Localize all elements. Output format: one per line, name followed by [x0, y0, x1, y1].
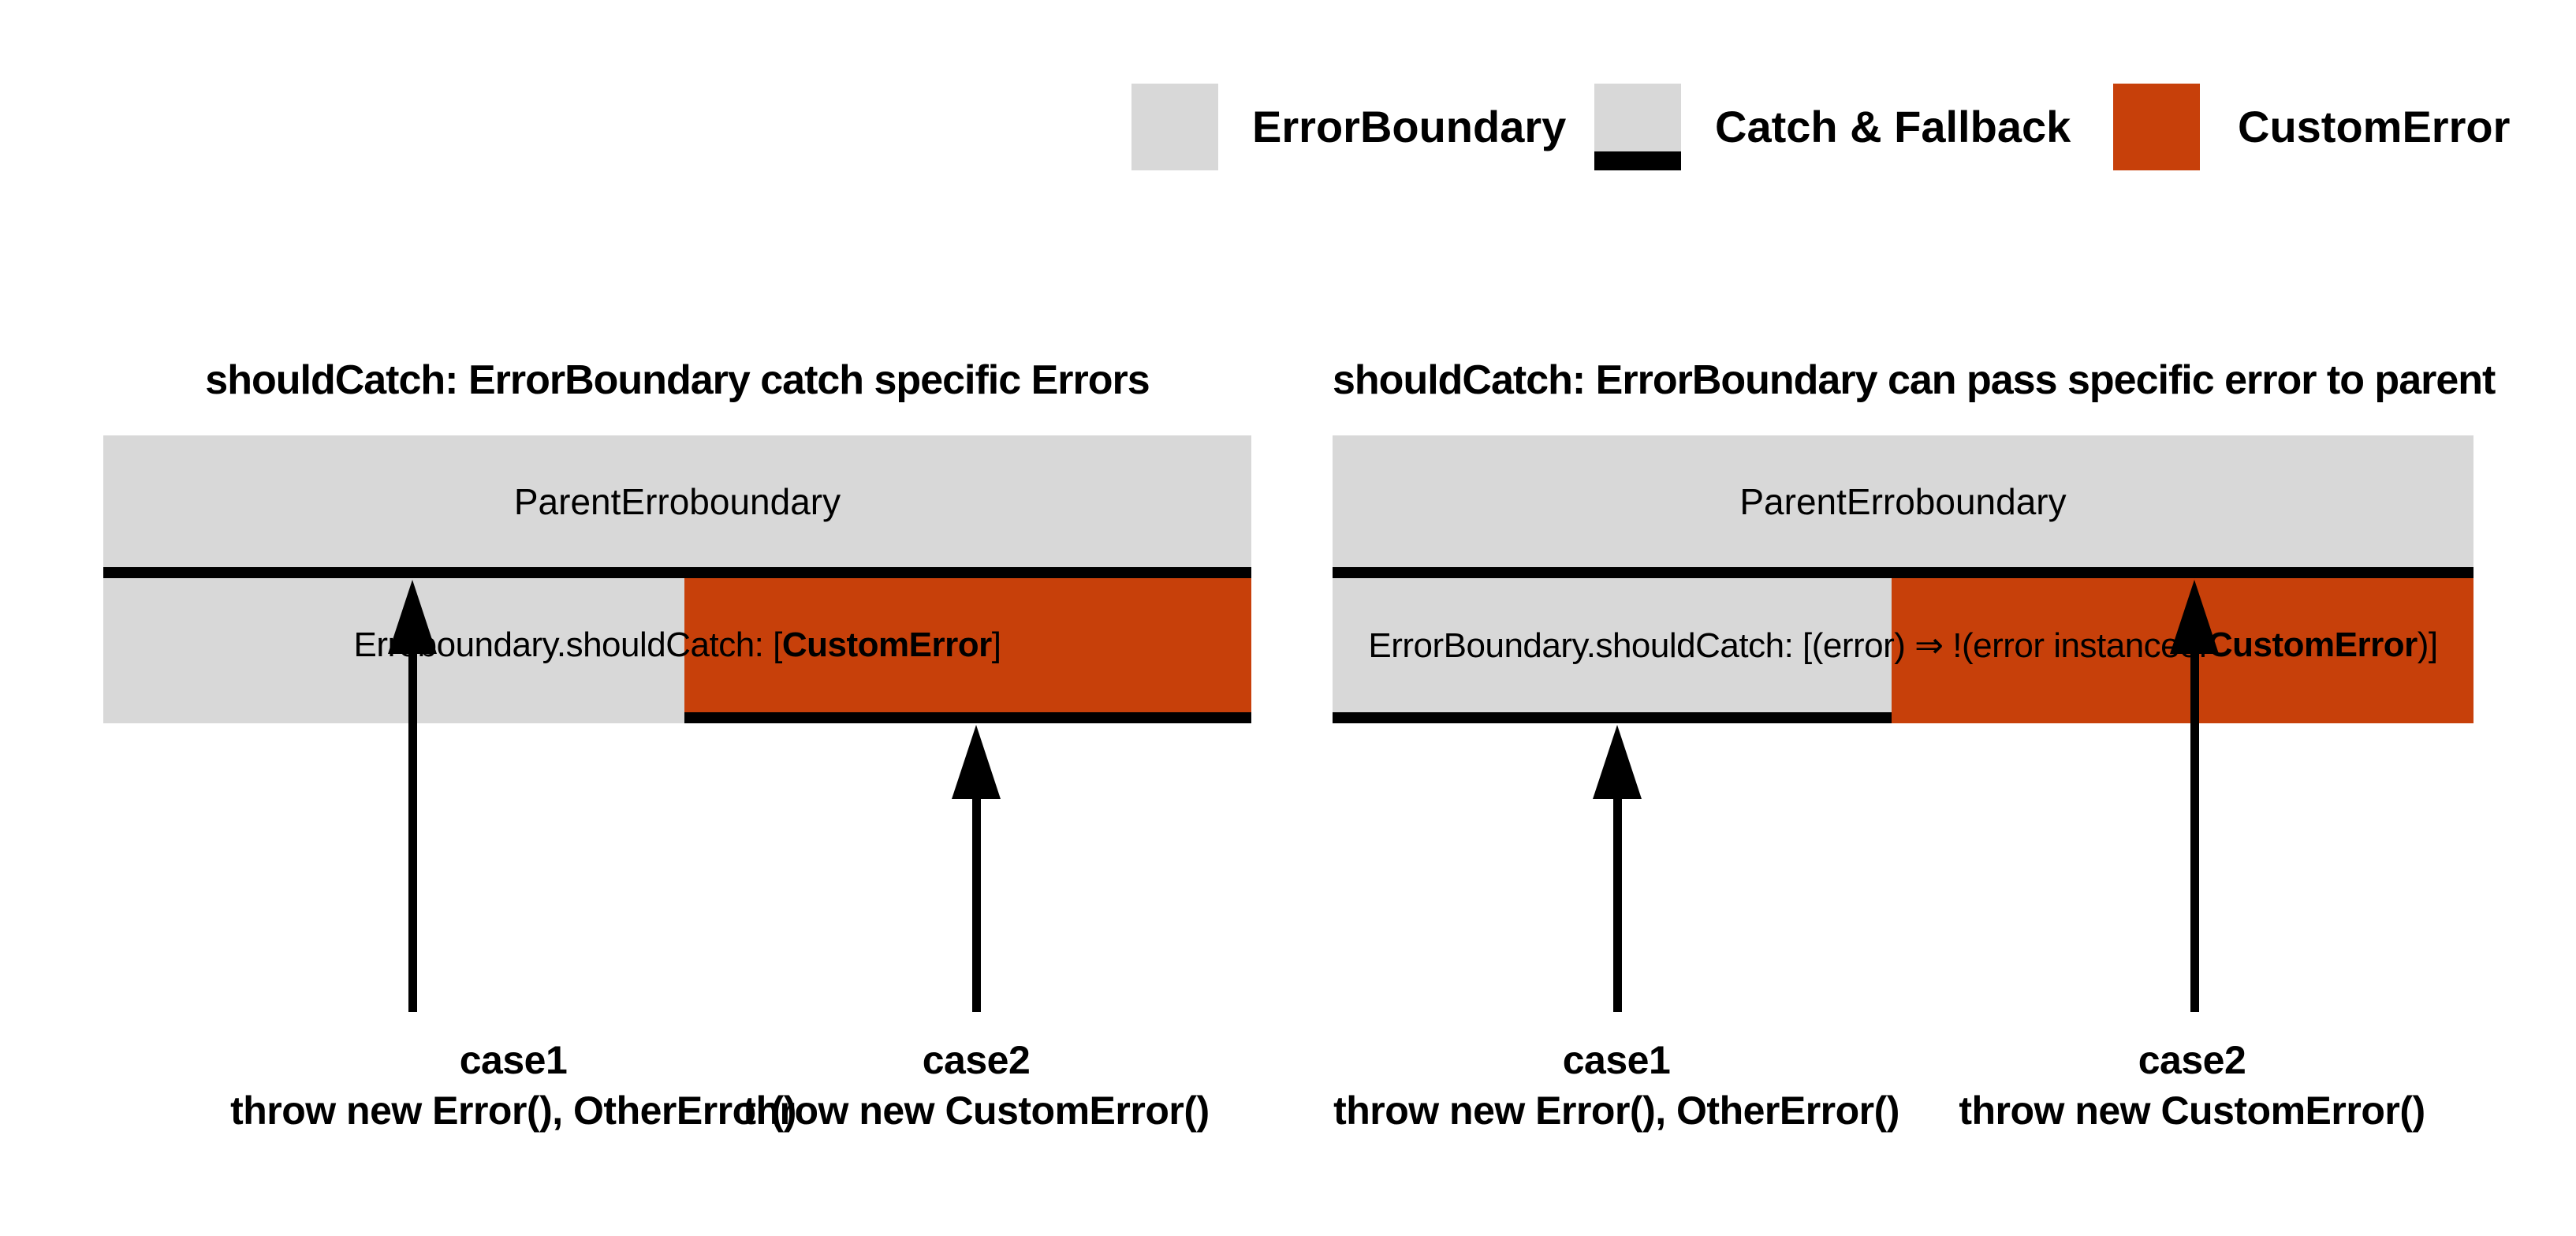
case2-name: case2 [922, 1038, 1031, 1082]
arrow-shaft [2190, 654, 2199, 1012]
child-section-catch [684, 578, 1251, 723]
diagram-pass-error-to-parent: shouldCatch: ErrorBoundary can pass spec… [1333, 0, 2496, 1236]
legend-label-catch-fallback: Catch & Fallback [1715, 102, 2071, 151]
case1-arrow-to-parent [388, 580, 437, 1012]
case2-arrow-to-child [952, 725, 1001, 1012]
arrow-head-icon [388, 580, 437, 654]
parent-errorboundary-box: ParentErroboundary [1333, 435, 2473, 578]
legend-label-error-boundary: ErrorBoundary [1252, 102, 1567, 151]
case1-name: case1 [1562, 1038, 1671, 1082]
case1-name: case1 [459, 1038, 568, 1082]
case1-label: case1 throw new Error(), OtherError() [1301, 1035, 1932, 1136]
case2-name: case2 [2138, 1038, 2246, 1082]
case2-arrow-to-parent [2170, 580, 2219, 1012]
case1-code: throw new Error(), OtherError() [230, 1089, 796, 1133]
arrow-shaft [1612, 799, 1622, 1012]
legend-swatch-catch-fallback [1594, 84, 1681, 170]
case1-label: case1 throw new Error(), OtherError() [198, 1035, 829, 1136]
child-errorboundary-row [103, 578, 1251, 723]
case2-label: case2 throw new CustomError() [1877, 1035, 2507, 1136]
arrow-shaft [408, 654, 417, 1012]
case2-code: throw new CustomError() [743, 1089, 1210, 1133]
legend-swatch-error-boundary [1131, 84, 1218, 170]
case1-arrow-to-child [1593, 725, 1642, 1012]
case1-code: throw new Error(), OtherError() [1333, 1089, 1899, 1133]
diagram-title: shouldCatch: ErrorBoundary catch specifi… [205, 357, 1150, 403]
parent-errorboundary-label: ParentErroboundary [513, 480, 841, 522]
arrow-head-icon [1593, 725, 1642, 799]
child-section-catch [1333, 578, 1892, 723]
child-errorboundary-row [1333, 578, 2473, 723]
case2-label: case2 throw new CustomError() [661, 1035, 1292, 1136]
diagram-title: shouldCatch: ErrorBoundary can pass spec… [1333, 357, 2496, 403]
parent-errorboundary-box: ParentErroboundary [103, 435, 1251, 578]
legend-swatch-custom-error [2113, 84, 2200, 170]
arrow-head-icon [952, 725, 1001, 799]
parent-errorboundary-label: ParentErroboundary [1739, 480, 2067, 522]
arrow-head-icon [2170, 580, 2219, 654]
case2-code: throw new CustomError() [1959, 1089, 2425, 1133]
diagram-catch-specific-errors: shouldCatch: ErrorBoundary catch specifi… [103, 0, 1251, 1236]
legend-label-custom-error: CustomError [2238, 102, 2511, 151]
arrow-shaft [971, 799, 981, 1012]
